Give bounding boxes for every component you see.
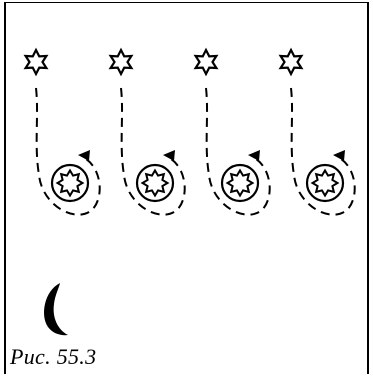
arrowhead-icon <box>333 150 345 161</box>
arrowhead-icon <box>248 150 260 161</box>
star-trail-group <box>111 50 185 215</box>
trail-dashed-path <box>121 88 185 215</box>
figure-caption: Рис. 55.3 <box>10 344 96 370</box>
star-trail-groups <box>26 50 355 215</box>
trail-dashed-path <box>291 88 355 215</box>
six-point-star-outline-icon <box>196 50 217 74</box>
six-point-star-outline-icon <box>26 50 47 74</box>
eight-point-star-outline-icon <box>58 171 83 196</box>
arrowhead-icon <box>163 150 175 161</box>
eight-point-star-outline-icon <box>228 171 253 196</box>
trail-dashed-path <box>36 88 100 215</box>
star-trail-group <box>196 50 270 215</box>
arrowhead-icon <box>78 150 90 161</box>
six-point-star-outline-icon <box>111 50 132 74</box>
six-point-star-outline-icon <box>281 50 302 74</box>
star-trail-group <box>281 50 355 215</box>
star-trail-group <box>26 50 100 215</box>
eight-point-star-outline-icon <box>143 171 168 196</box>
eight-point-star-outline-icon <box>313 171 338 196</box>
trail-dashed-path <box>206 88 270 215</box>
crescent-moon-icon <box>44 283 68 335</box>
